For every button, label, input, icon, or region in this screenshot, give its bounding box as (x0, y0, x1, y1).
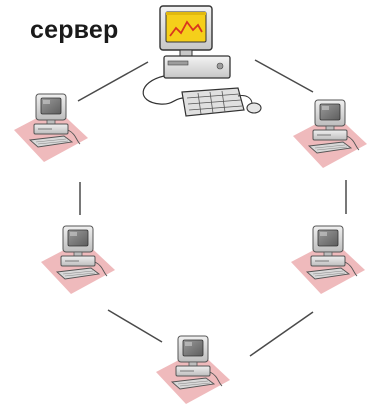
workstation-left-top (13, 93, 89, 163)
workstation-right-top (292, 99, 368, 169)
link-right-mid-bottom (249, 311, 314, 357)
workstation-right-middle (290, 225, 366, 295)
server-computer (142, 5, 262, 117)
server-label: сервер (30, 16, 119, 44)
link-left-mid-bottom (107, 309, 163, 343)
workstation-left-middle (40, 225, 116, 295)
link-server-left-top (77, 61, 149, 102)
workstation-bottom (155, 335, 231, 405)
link-server-right-top (254, 59, 314, 93)
connection-lines (77, 59, 347, 357)
